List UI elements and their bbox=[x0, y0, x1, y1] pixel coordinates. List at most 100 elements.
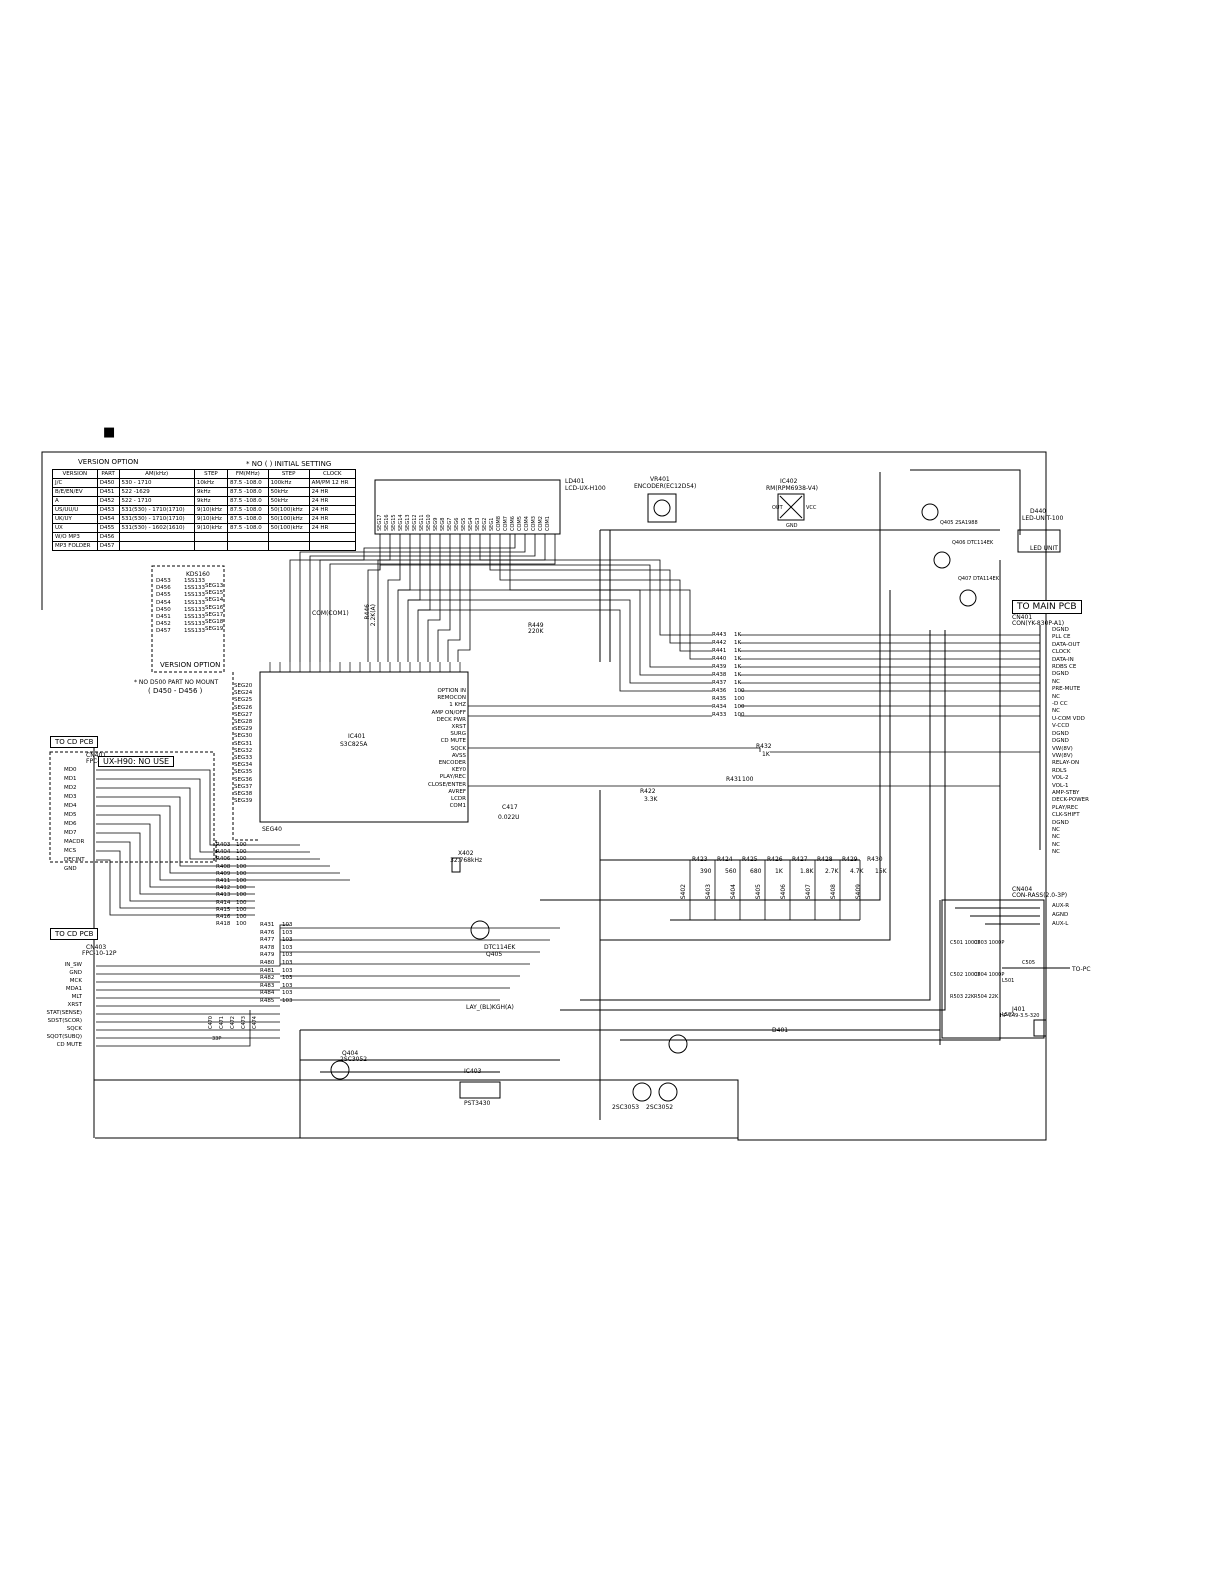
diode-label: D456 bbox=[156, 585, 171, 592]
connector-pin-label: VOL-2 bbox=[1052, 775, 1069, 782]
cap-label: C470 bbox=[208, 1016, 214, 1030]
ic-pin-label: SEG28 bbox=[234, 719, 253, 726]
table-cell: 9(10)kHz bbox=[193, 523, 229, 533]
ic401-part: S3C825A bbox=[340, 741, 368, 748]
switch-label: S404 bbox=[730, 884, 737, 900]
q404-symbol bbox=[330, 1060, 350, 1080]
aux-part: C502 1000P bbox=[950, 972, 981, 978]
table-cell: 24 HR bbox=[308, 487, 357, 497]
table-cell: 50kHz bbox=[267, 496, 310, 506]
ic-pin-label: SEG31 bbox=[234, 740, 253, 747]
remote-ic-part: RM(RPM6938-V4) bbox=[766, 485, 818, 492]
seg-label: SEG19 bbox=[205, 626, 224, 633]
diode-part: 1SS133 bbox=[184, 628, 205, 635]
connector-pin-label: MD2 bbox=[64, 785, 77, 791]
resistor-label: R428 bbox=[817, 856, 833, 863]
switch-label: S403 bbox=[705, 884, 712, 900]
resistor-label: R415 bbox=[216, 906, 231, 913]
q405-symbol bbox=[921, 503, 939, 521]
aux-part: L502 bbox=[1002, 1012, 1015, 1018]
ic-pin-label: XRST bbox=[451, 724, 466, 731]
connector-pin-label: U-COM VDD bbox=[1052, 715, 1085, 722]
table-cell: 9kHz bbox=[193, 487, 229, 497]
table-cell bbox=[118, 532, 195, 542]
diode-part-list: 1SS133 1SS133 1SS133 1SS133 1SS133 1SS13… bbox=[184, 578, 205, 636]
diode-header: KDS160 bbox=[186, 571, 210, 578]
ic-pin-label: SEG36 bbox=[234, 776, 253, 783]
table-cell: 9kHz bbox=[193, 496, 229, 506]
table-cell: D450 bbox=[96, 478, 120, 488]
lcd-pin: SEG3 bbox=[475, 517, 481, 531]
lcd-part: LCD-UX-H100 bbox=[565, 485, 606, 492]
connector-pin-label: RELAY-ON bbox=[1052, 760, 1080, 767]
resistor-label: R433 bbox=[712, 712, 727, 718]
resistor-value: 100 bbox=[734, 688, 745, 694]
ic-pin-label: AMP ON/OFF bbox=[431, 709, 466, 716]
key-switches: S402 S403 S404 S405 S406 S407 S408 S409 bbox=[680, 884, 872, 899]
resistor-value: 103 bbox=[282, 937, 293, 944]
table-header: FM(MHz) bbox=[227, 469, 269, 479]
table-cell: 87.5 -108.0 bbox=[227, 487, 269, 497]
resistor-value: 1K bbox=[734, 664, 742, 670]
diode-label: D451 bbox=[156, 614, 171, 621]
connector-pin-label: AGND bbox=[1052, 912, 1069, 918]
connector-pin-label: NC bbox=[1052, 678, 1060, 685]
table-cell: US/UU/U bbox=[52, 505, 98, 515]
lcd-pin-labels: SEG17 SEG16 SEG15 SEG14 SEG13 SEG12 SEG1… bbox=[377, 483, 557, 531]
lcd-pin: SEG8 bbox=[440, 517, 446, 531]
q406-symbol bbox=[933, 551, 951, 569]
version-option-block-label: VERSION OPTION bbox=[160, 661, 221, 669]
r431-value: 100 bbox=[742, 776, 754, 783]
table-cell bbox=[227, 541, 269, 551]
resistor-label: R413 bbox=[216, 892, 231, 899]
r449-value: 220K bbox=[528, 628, 544, 635]
table-cell bbox=[267, 541, 310, 551]
resistor-label: R414 bbox=[216, 899, 231, 906]
lcd-pin: SEG14 bbox=[398, 514, 404, 531]
lcd-pin: COM8 bbox=[496, 516, 502, 531]
cd-pcb-1-connector: CN401 bbox=[86, 752, 107, 759]
q405-dtc-symbol bbox=[470, 920, 490, 940]
resistor-label: R476 bbox=[260, 929, 275, 936]
seg-label: SEG14 bbox=[205, 597, 224, 604]
xtal-ref: X402 bbox=[458, 850, 474, 857]
diode-part: 1SS133 bbox=[184, 592, 205, 599]
ic-pin-label: SEG32 bbox=[234, 747, 253, 754]
resistor-value: 2.7K bbox=[825, 868, 839, 875]
cap-label: C471 bbox=[219, 1016, 225, 1030]
connector-pin-label: DGND bbox=[1052, 627, 1069, 633]
resistor-value: 1K bbox=[734, 632, 742, 638]
resistor-label: R478 bbox=[260, 944, 275, 951]
lcd-pin: COM7 bbox=[503, 516, 509, 531]
seg-label: SEG15 bbox=[205, 590, 224, 597]
resistor-label: R484 bbox=[260, 990, 275, 997]
ic-pin-label: 1 KHZ bbox=[449, 702, 466, 709]
connector-pin-label: DGND bbox=[1052, 738, 1069, 745]
encoder-part: ENCODER(EC12D54) bbox=[634, 483, 697, 490]
r432-label: R432 bbox=[756, 743, 772, 750]
encoder-ref: VR401 bbox=[650, 476, 670, 483]
table-cell: 100kHz bbox=[267, 478, 310, 488]
resistor-label: R431 bbox=[260, 922, 275, 928]
connector-pin-label: AUX-L bbox=[1052, 921, 1069, 927]
connector-pin-label: DGND bbox=[1052, 671, 1069, 678]
table-cell: UX bbox=[52, 523, 98, 533]
d401-label: D401 bbox=[772, 1027, 789, 1034]
lcd-pin: SEG4 bbox=[468, 517, 474, 531]
led-unit-label: LED UNIT bbox=[1030, 545, 1058, 552]
lcd-pin: COM5 bbox=[517, 516, 523, 531]
to-cd-pcb-label-2: TO CD PCB bbox=[50, 928, 99, 940]
c417-value: 0.022U bbox=[498, 814, 520, 821]
table-cell bbox=[118, 541, 195, 551]
table-cell bbox=[227, 532, 269, 542]
table-header: CLOCK bbox=[308, 469, 357, 479]
lay-note: LAY_(BL)KGH(A) bbox=[466, 1004, 514, 1011]
table-cell: D457 bbox=[96, 541, 120, 551]
resistor-label: R426 bbox=[767, 856, 783, 863]
version-seg-list: SEG13 SEG15 SEG14 SEG16 SEG17 SEG18 SEG1… bbox=[205, 583, 223, 633]
resistor-value: 1K bbox=[775, 868, 783, 875]
connector-pin-label: NC bbox=[1052, 826, 1060, 833]
connector-pin-label: IN_SW bbox=[64, 962, 82, 968]
lcd-pin: COM6 bbox=[510, 516, 516, 531]
